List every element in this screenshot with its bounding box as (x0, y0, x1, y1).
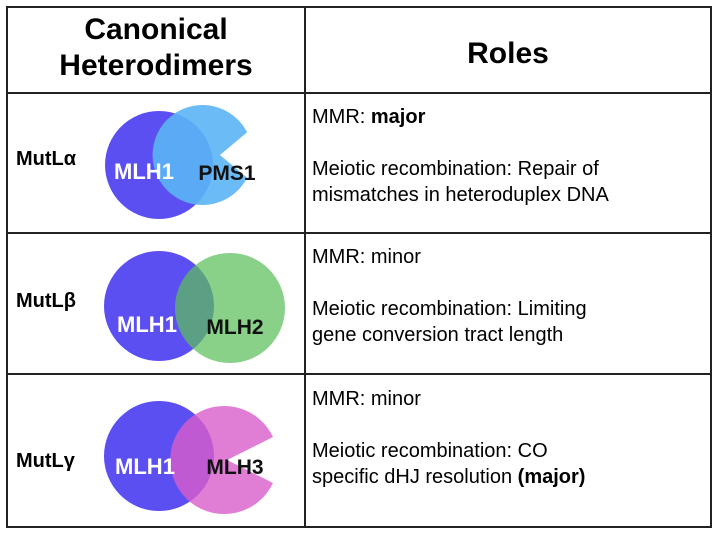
row-divider-2 (6, 373, 712, 375)
roles-mutl-beta: MMR: minor Meiotic recombination: Limiti… (312, 244, 706, 348)
header-divider (6, 92, 712, 94)
row-name-mutl-gamma: MutLγ (16, 450, 75, 472)
mmr-role-value: minor (370, 246, 421, 268)
mmr-role: MMR: minor (312, 246, 421, 268)
mlh2-label: MLH2 (206, 316, 263, 339)
mlh2-circle (175, 253, 285, 363)
header-roles: Roles (467, 37, 549, 70)
mmr-role-value: major (370, 106, 426, 128)
row-name-mutl-alpha: MutLα (16, 148, 77, 170)
mmr-role: MMR: minor (312, 388, 421, 410)
pms1-pacman-shape (152, 105, 248, 205)
mutl-gamma-diagram: MLH1 MLH3 (104, 401, 273, 514)
row-divider-1 (6, 232, 712, 234)
row-name-mutl-beta: MutLβ (16, 290, 76, 312)
meiotic-role-line2: specific dHJ resolution (major) (312, 466, 586, 488)
table-frame (6, 6, 712, 528)
header-heterodimers: Canonical Heterodimers (8, 12, 304, 84)
mutl-alpha-diagram: MLH1 PMS1 (105, 105, 256, 219)
mmr-role-value: minor (370, 388, 421, 410)
mlh3-label: MLH3 (206, 456, 263, 479)
meiotic-role-line1: Meiotic recombination: CO (312, 440, 548, 462)
meiotic-role-emphasis: (major) (517, 466, 586, 488)
mmr-role: MMR: major (312, 106, 426, 128)
mlh1-label: MLH1 (114, 159, 174, 184)
roles-mutl-alpha: MMR: major Meiotic recombination: Repair… (312, 104, 706, 208)
mlh1-label: MLH1 (117, 312, 177, 337)
mlh1-label: MLH1 (115, 454, 175, 479)
meiotic-role-line1: Meiotic recombination: Limiting (312, 298, 587, 320)
column-divider (304, 6, 306, 528)
header-left-line2: Heterodimers (59, 49, 253, 82)
header-left-line1: Canonical (84, 13, 228, 46)
mutl-beta-diagram: MLH1 MLH2 (104, 251, 285, 363)
mlh3-pacman-shape (170, 406, 273, 514)
meiotic-role-line1: Meiotic recombination: Repair of (312, 158, 599, 180)
meiotic-role-line2: gene conversion tract length (312, 324, 564, 346)
pms1-label: PMS1 (198, 162, 256, 185)
roles-mutl-gamma: MMR: minor Meiotic recombination: CO spe… (312, 386, 706, 490)
meiotic-role-line2: mismatches in heteroduplex DNA (312, 184, 609, 206)
